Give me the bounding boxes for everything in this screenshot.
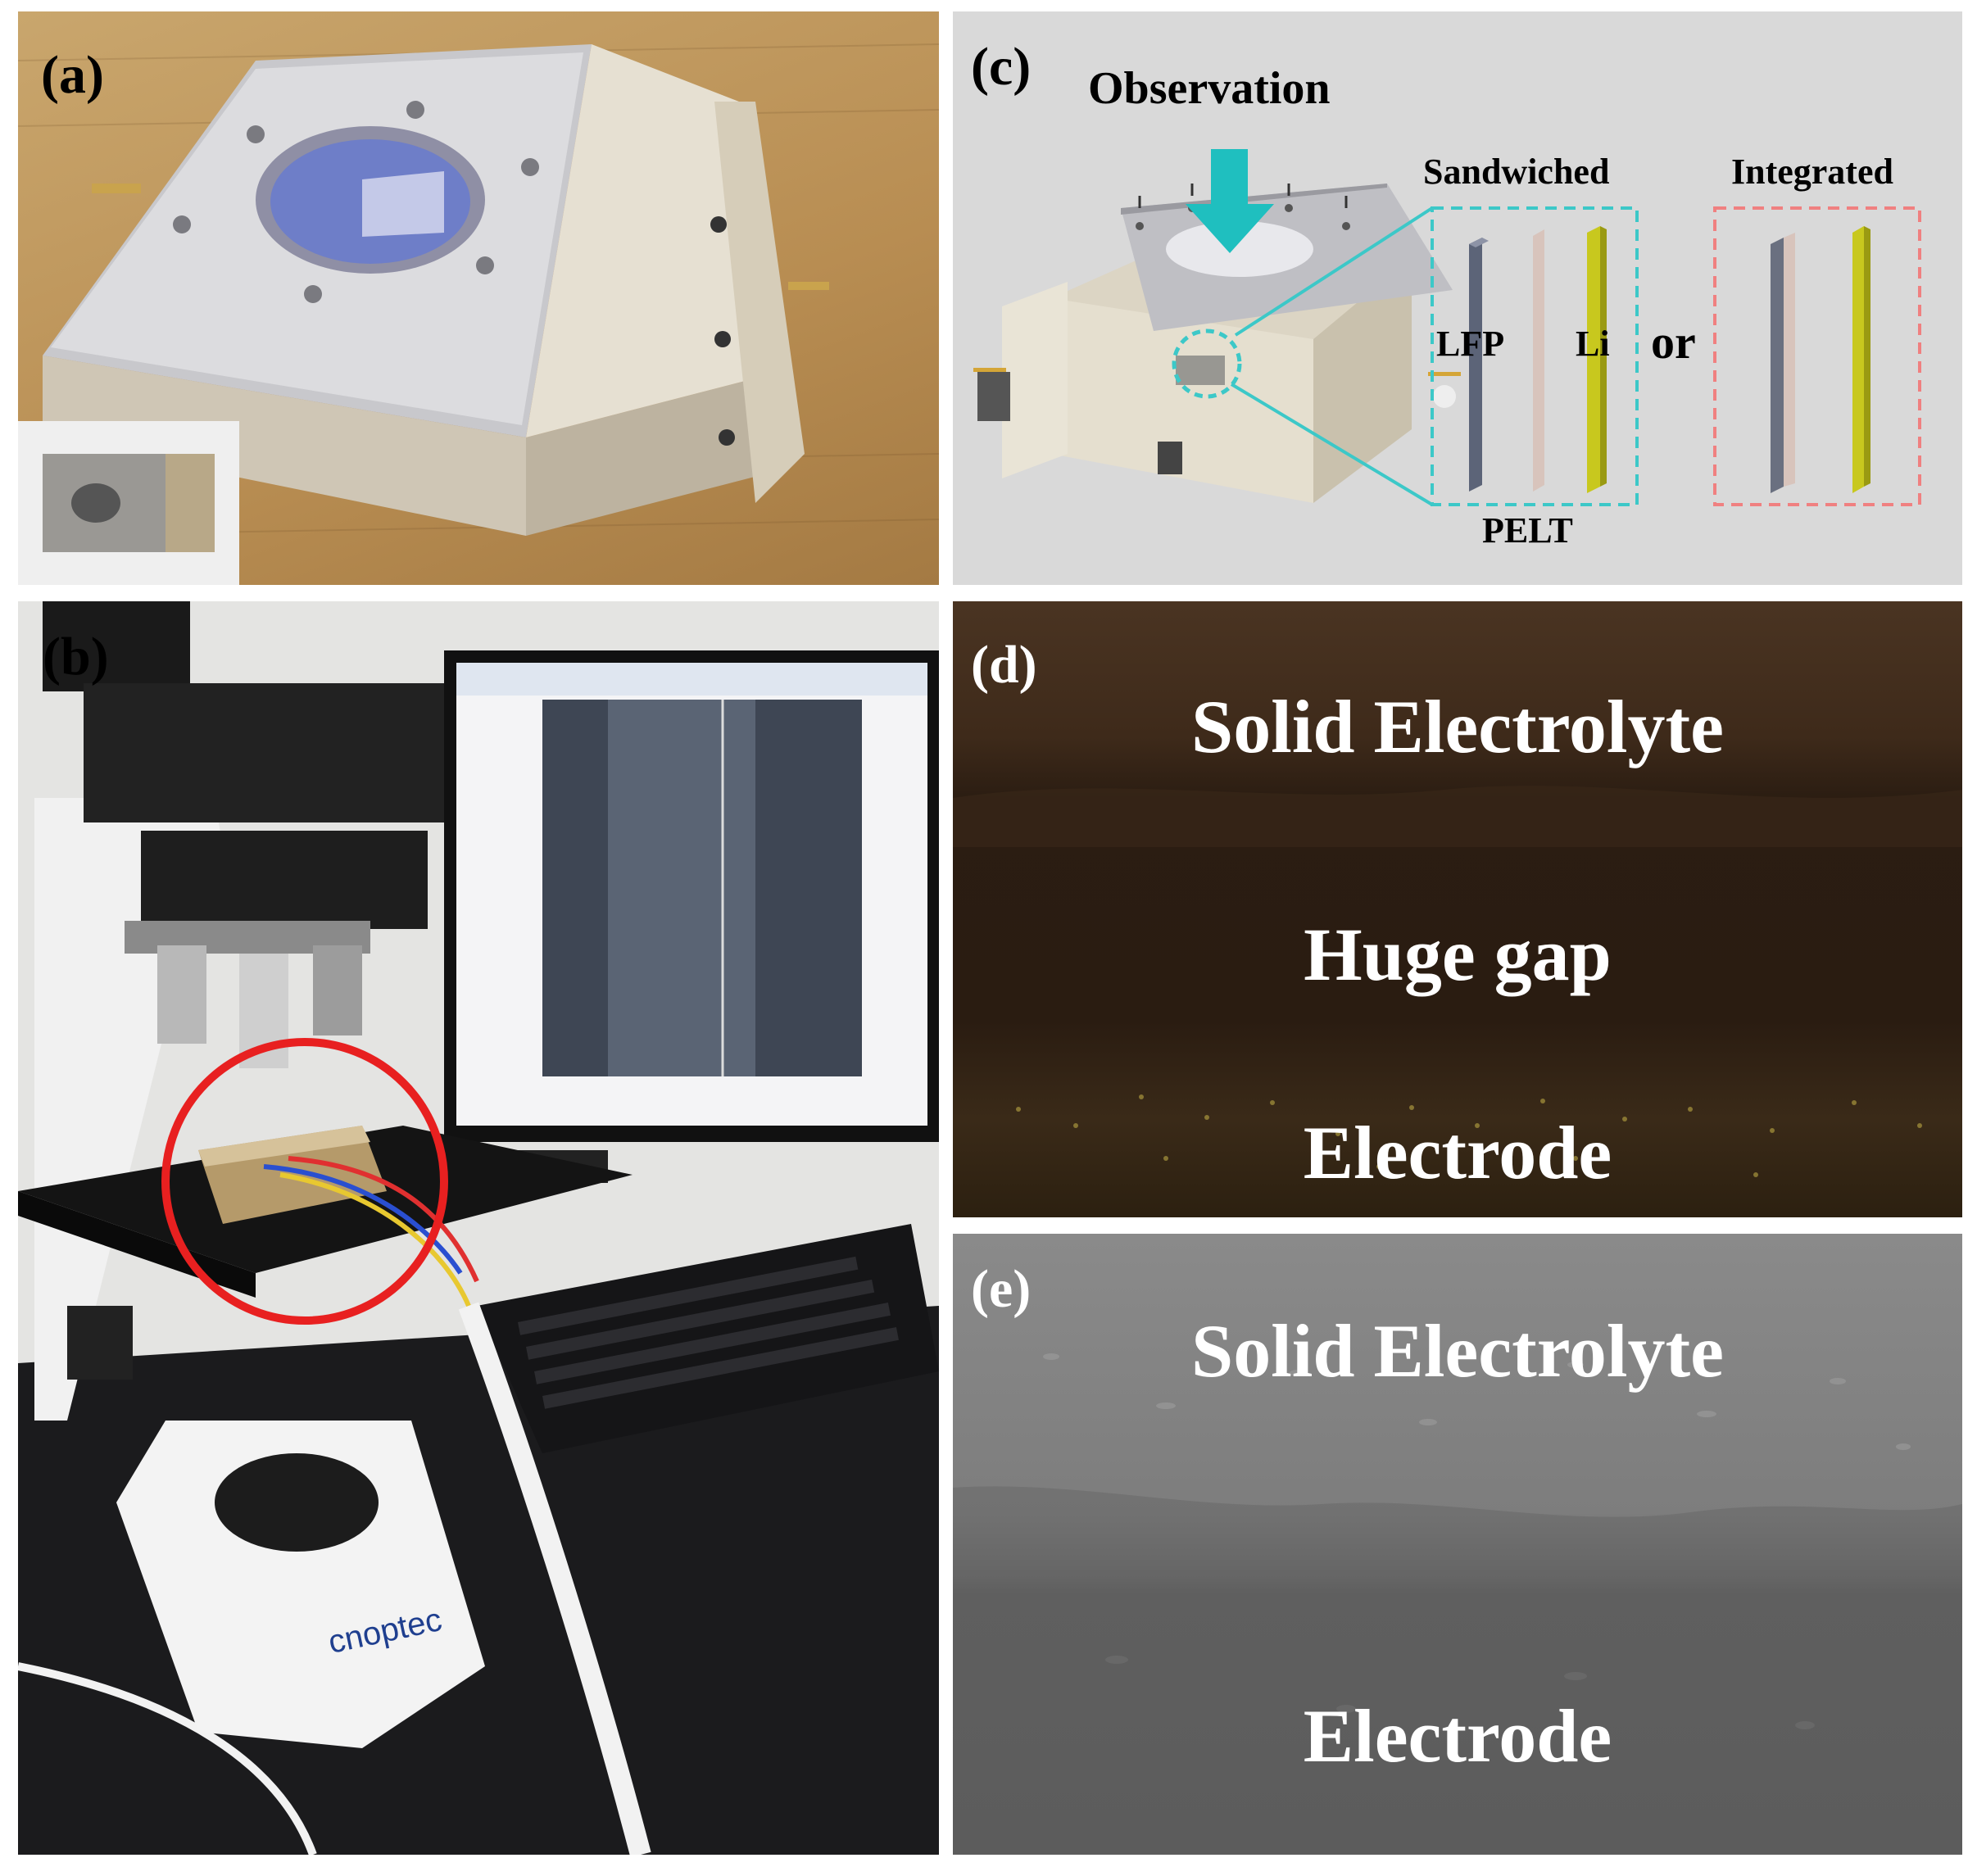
- huge-gap-label: Huge gap: [1304, 913, 1612, 996]
- cell-schematic: [973, 149, 1921, 506]
- li-label: Li: [1576, 324, 1610, 364]
- device-render: [18, 43, 939, 585]
- pelt-label: PELT: [1482, 510, 1573, 551]
- lfp-label: LFP: [1436, 324, 1505, 364]
- panel-e-sem-image: (e) Solid Electrolyte Electrode: [953, 1234, 1962, 1855]
- electrode-label: Electrode: [1303, 1694, 1612, 1778]
- or-label: or: [1651, 315, 1696, 369]
- panel-a-device-photo: (a): [18, 11, 939, 585]
- panel-d-label: (d): [971, 635, 1037, 695]
- panel-c-label: (c): [971, 37, 1032, 97]
- sem-texture: [953, 1353, 1962, 1729]
- solid-electrolyte-label: Solid Electrolyte: [1191, 685, 1724, 768]
- panel-b-label: (b): [43, 627, 109, 687]
- integrated-label: Integrated: [1731, 152, 1893, 192]
- microscope-setup: [18, 601, 939, 1855]
- sandwiched-label: Sandwiched: [1423, 152, 1610, 192]
- electrode-label: Electrode: [1303, 1111, 1612, 1194]
- panel-a-label: (a): [41, 45, 104, 105]
- panel-b-microscope-photo: cnoptec (b): [18, 601, 939, 1855]
- observation-arrow: [1186, 149, 1274, 253]
- integrated-box: [1713, 206, 1921, 506]
- interface-texture: [953, 786, 1962, 1177]
- panel-d-optical-image: (d) Solid Electrolyte Huge gap Electrode: [953, 601, 1962, 1217]
- solid-electrolyte-label: Solid Electrolyte: [1191, 1309, 1724, 1393]
- observation-label: Observation: [1088, 63, 1331, 114]
- panel-c-schematic: (c) Observation Sandwiched Integrated LF…: [953, 11, 1962, 585]
- panel-e-label: (e): [971, 1259, 1032, 1319]
- highlight-circle: [161, 1038, 448, 1325]
- sandwiched-box: [1431, 206, 1639, 506]
